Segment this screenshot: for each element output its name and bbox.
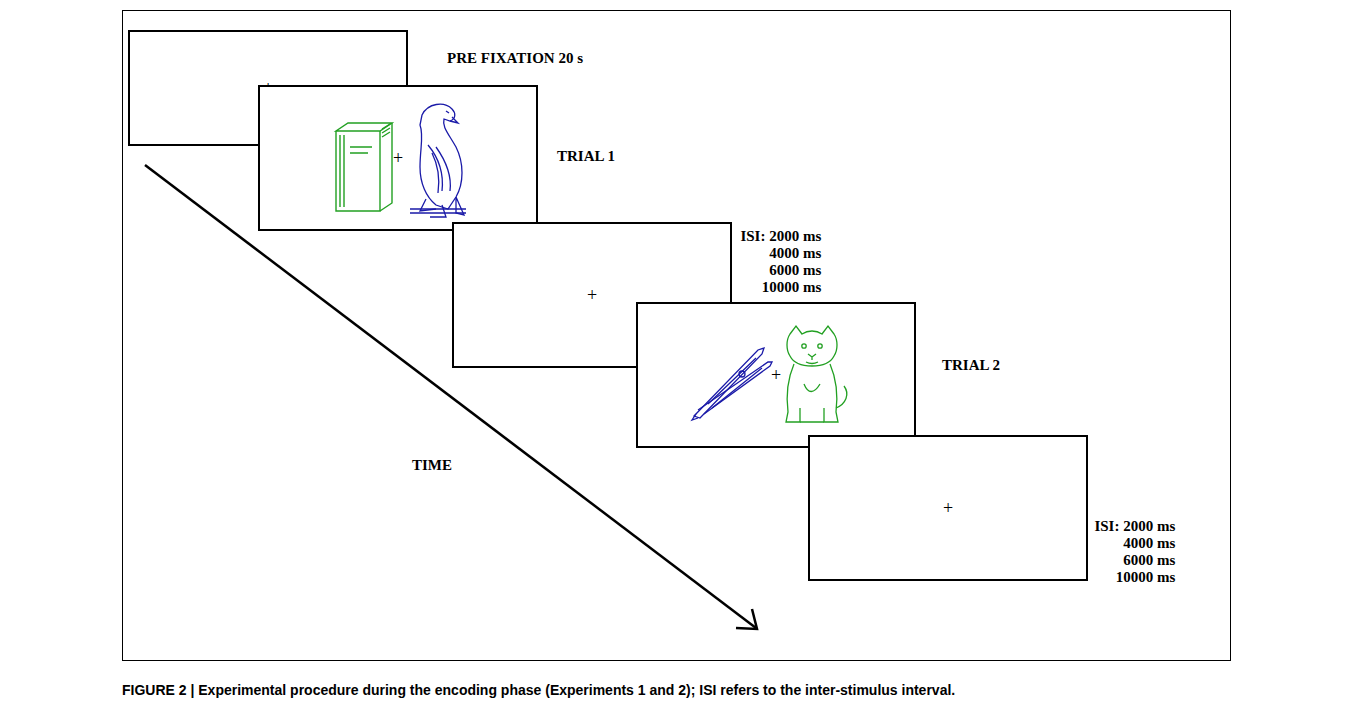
lion-cub-drawing [786,326,847,422]
stimulus-screen: + [636,302,916,448]
stimulus-screen: + [258,85,538,231]
eagle-drawing [410,104,466,217]
time-label: TIME [412,457,452,474]
isi-label: ISI: 2000 ms 4000 ms 6000 ms 10000 ms [1092,518,1175,586]
time-arrowhead [736,609,757,629]
pliers-drawing [692,348,772,420]
fixation-cross: + [943,499,953,517]
trial-label: TRIAL 2 [942,357,1000,374]
fixation-cross: + [771,366,781,384]
phase-label: PRE FIXATION 20 s [447,50,583,67]
stimulus-screen: + [808,435,1088,581]
book-drawing [336,123,392,211]
trial-label: TRIAL 1 [557,148,615,165]
fixation-cross: + [587,286,597,304]
fixation-cross: + [393,149,403,167]
isi-label: ISI: 2000 ms 4000 ms 6000 ms 10000 ms [738,228,821,296]
figure-caption: FIGURE 2 | Experimental procedure during… [122,682,1332,699]
figure-frame [123,11,1231,661]
